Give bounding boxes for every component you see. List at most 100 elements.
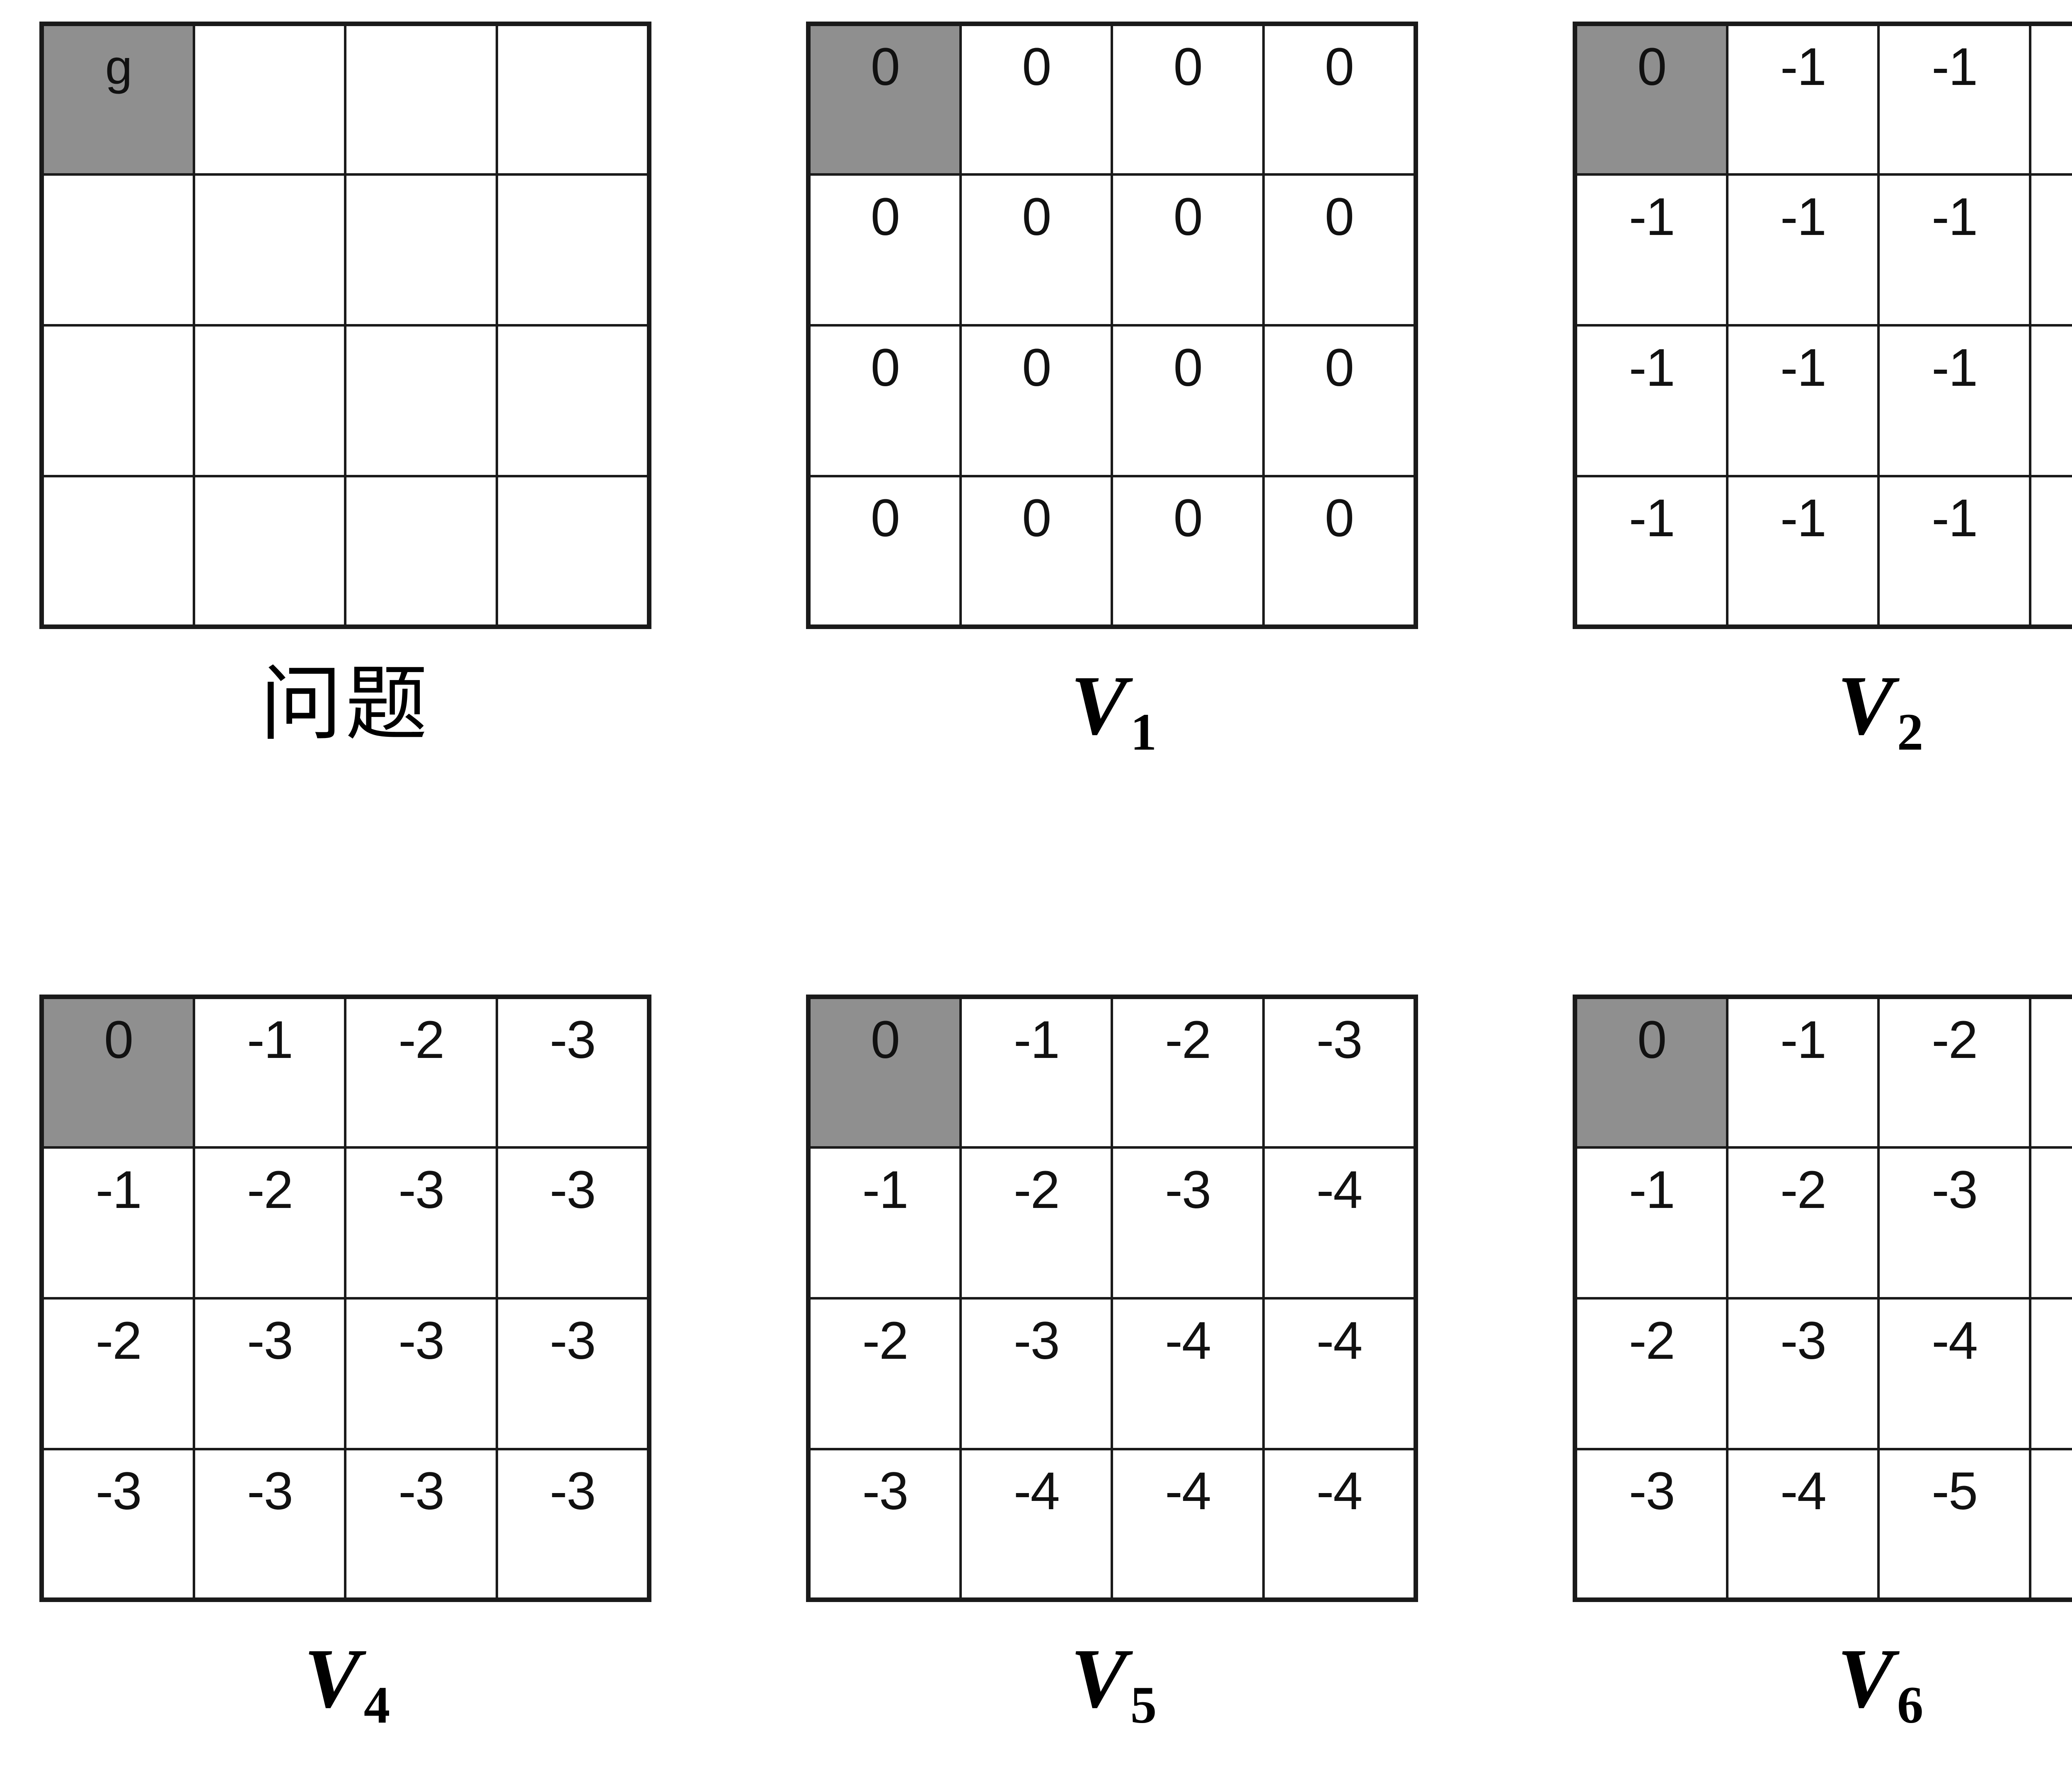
matrix-cell-v1-r2c2[interactable]: 0	[1111, 324, 1265, 477]
matrix-cell-v6-r1c3[interactable]: -4	[2028, 1146, 2072, 1300]
matrix-cell-v1-r1c3[interactable]: 0	[1262, 173, 1417, 327]
matrix-cell-problem-r1c0[interactable]	[40, 173, 196, 327]
matrix-cell-v2-r1c1[interactable]: -1	[1726, 173, 1880, 327]
matrix-cell-goal-problem[interactable]: g	[40, 22, 196, 176]
matrix-cell-v5-r3c2[interactable]: -4	[1111, 1447, 1265, 1601]
matrix-cell-v4-r2c2[interactable]: -3	[344, 1297, 498, 1450]
matrix-cell-v5-r2c0[interactable]: -2	[807, 1297, 962, 1450]
matrix-cell-v6-r3c0[interactable]: -3	[1573, 1447, 1729, 1601]
matrix-cell-v4-r0c1[interactable]: -1	[193, 995, 347, 1149]
matrix-cell-problem-r2c2[interactable]	[344, 324, 498, 477]
matrix-cell-v6-r3c2[interactable]: -5	[1877, 1447, 2031, 1601]
matrix-cell-problem-r2c1[interactable]	[193, 324, 347, 477]
matrix-cell-v2-r2c1[interactable]: -1	[1726, 324, 1880, 477]
matrix-cell-v2-r1c2[interactable]: -1	[1877, 173, 2031, 327]
matrix-cell-problem-r3c0[interactable]	[40, 474, 196, 628]
matrix-cell-problem-r0c1[interactable]	[193, 22, 347, 176]
matrix-cell-v2-r3c1[interactable]: -1	[1726, 474, 1880, 628]
matrix-cell-v5-r2c3[interactable]: -4	[1262, 1297, 1417, 1450]
matrix-cell-v1-r2c3[interactable]: 0	[1262, 324, 1417, 477]
matrix-cell-v2-r0c3[interactable]: -1	[2028, 22, 2072, 176]
matrix-cell-v4-r2c3[interactable]: -3	[495, 1297, 651, 1450]
matrix-cell-v5-r3c0[interactable]: -3	[807, 1447, 962, 1601]
matrix-cell-v4-r1c1[interactable]: -2	[193, 1146, 347, 1300]
matrix-cell-v6-r2c1[interactable]: -3	[1726, 1297, 1880, 1450]
matrix-cell-v6-r0c3[interactable]: -3	[2028, 995, 2072, 1149]
matrix-cell-v4-r2c1[interactable]: -3	[193, 1297, 347, 1450]
matrix-cell-v1-r3c3[interactable]: 0	[1262, 474, 1417, 628]
matrix-cell-v4-r3c2[interactable]: -3	[344, 1447, 498, 1601]
matrix-cell-v6-r2c3[interactable]: -5	[2028, 1297, 2072, 1450]
matrix-cell-problem-r2c0[interactable]	[40, 324, 196, 477]
matrix-cell-problem-r3c3[interactable]	[495, 474, 651, 628]
matrix-cell-goal-v4[interactable]: 0	[40, 995, 196, 1149]
matrix-cell-v1-r3c2[interactable]: 0	[1111, 474, 1265, 628]
matrix-cell-v1-r2c0[interactable]: 0	[807, 324, 962, 477]
matrix-cell-v4-r0c3[interactable]: -3	[495, 995, 651, 1149]
matrix-cell-v1-r3c1[interactable]: 0	[959, 474, 1113, 628]
matrix-cell-v4-r1c3[interactable]: -3	[495, 1146, 651, 1300]
matrix-cell-v2-r3c3[interactable]: -1	[2028, 474, 2072, 628]
matrix-cell-v1-r0c1[interactable]: 0	[959, 22, 1113, 176]
matrix-cell-v5-r0c1[interactable]: -1	[959, 995, 1113, 1149]
matrix-cell-v1-r3c0[interactable]: 0	[807, 474, 962, 628]
matrix-cell-problem-r1c3[interactable]	[495, 173, 651, 327]
matrix-cell-problem-r1c1[interactable]	[193, 173, 347, 327]
matrix-cell-goal-v5[interactable]: 0	[807, 995, 962, 1149]
matrix-cell-problem-r1c2[interactable]	[344, 173, 498, 327]
matrix-cell-v4-r1c2[interactable]: -3	[344, 1146, 498, 1300]
matrix-cell-v2-r2c2[interactable]: -1	[1877, 324, 2031, 477]
matrix-cell-v6-r3c1[interactable]: -4	[1726, 1447, 1880, 1601]
matrix-cell-v2-r3c0[interactable]: -1	[1573, 474, 1729, 628]
matrix-cell-problem-r0c3[interactable]	[495, 22, 651, 176]
matrix-cell-problem-r0c2[interactable]	[344, 22, 498, 176]
matrix-cell-v5-r1c1[interactable]: -2	[959, 1146, 1113, 1300]
matrix-cell-v4-r3c1[interactable]: -3	[193, 1447, 347, 1601]
matrix-cell-v1-r1c2[interactable]: 0	[1111, 173, 1265, 327]
matrix-cell-v1-r0c3[interactable]: 0	[1262, 22, 1417, 176]
matrix-cell-v5-r0c2[interactable]: -2	[1111, 995, 1265, 1149]
matrix-cell-v5-r2c2[interactable]: -4	[1111, 1297, 1265, 1450]
matrix-cell-v5-r1c3[interactable]: -4	[1262, 1146, 1417, 1300]
matrix-cell-v2-r2c0[interactable]: -1	[1573, 324, 1729, 477]
matrix-cell-v2-r2c3[interactable]: -1	[2028, 324, 2072, 477]
matrix-cell-v2-r1c3[interactable]: -1	[2028, 173, 2072, 327]
matrix-cell-v5-r1c2[interactable]: -3	[1111, 1146, 1265, 1300]
cell-value: 0	[1022, 338, 1051, 398]
matrix-cell-v5-r3c3[interactable]: -4	[1262, 1447, 1417, 1601]
cell-value: -3	[398, 1160, 445, 1220]
matrix-cell-v6-r1c1[interactable]: -2	[1726, 1146, 1880, 1300]
matrix-cell-v5-r3c1[interactable]: -4	[959, 1447, 1113, 1601]
matrix-cell-v6-r3c3[interactable]: -5	[2028, 1447, 2072, 1601]
matrix-cell-v6-r0c2[interactable]: -2	[1877, 995, 2031, 1149]
matrix-cell-problem-r3c1[interactable]	[193, 474, 347, 628]
matrix-cell-v6-r2c2[interactable]: -4	[1877, 1297, 2031, 1450]
matrix-cell-v6-r1c0[interactable]: -1	[1573, 1146, 1729, 1300]
matrix-cell-v4-r0c2[interactable]: -2	[344, 995, 498, 1149]
matrix-cell-problem-r3c2[interactable]	[344, 474, 498, 628]
matrix-cell-v1-r0c2[interactable]: 0	[1111, 22, 1265, 176]
matrix-cell-v1-r2c1[interactable]: 0	[959, 324, 1113, 477]
matrix-cell-goal-v6[interactable]: 0	[1573, 995, 1729, 1149]
matrix-cell-goal-v1[interactable]: 0	[807, 22, 962, 176]
matrix-cell-v4-r3c3[interactable]: -3	[495, 1447, 651, 1601]
matrix-cell-v6-r1c2[interactable]: -3	[1877, 1146, 2031, 1300]
cell-value: 0	[1637, 37, 1667, 97]
matrix-cell-v6-r0c1[interactable]: -1	[1726, 995, 1880, 1149]
matrix-cell-v5-r1c0[interactable]: -1	[807, 1146, 962, 1300]
matrix-cell-v1-r1c1[interactable]: 0	[959, 173, 1113, 327]
matrix-cell-v4-r3c0[interactable]: -3	[40, 1447, 196, 1601]
matrix-cell-v4-r2c0[interactable]: -2	[40, 1297, 196, 1450]
matrix-cell-v5-r0c3[interactable]: -3	[1262, 995, 1417, 1149]
matrix-cell-goal-v2[interactable]: 0	[1573, 22, 1729, 176]
matrix-cell-v2-r0c1[interactable]: -1	[1726, 22, 1880, 176]
matrix-cell-v2-r0c2[interactable]: -1	[1877, 22, 2031, 176]
matrix-cell-v5-r2c1[interactable]: -3	[959, 1297, 1113, 1450]
matrix-cell-v4-r1c0[interactable]: -1	[40, 1146, 196, 1300]
matrix-cell-v2-r1c0[interactable]: -1	[1573, 173, 1729, 327]
matrix-cell-v1-r1c0[interactable]: 0	[807, 173, 962, 327]
matrix-cell-problem-r2c3[interactable]	[495, 324, 651, 477]
matrix-cell-v6-r2c0[interactable]: -2	[1573, 1297, 1729, 1450]
matrix-cell-v2-r3c2[interactable]: -1	[1877, 474, 2031, 628]
